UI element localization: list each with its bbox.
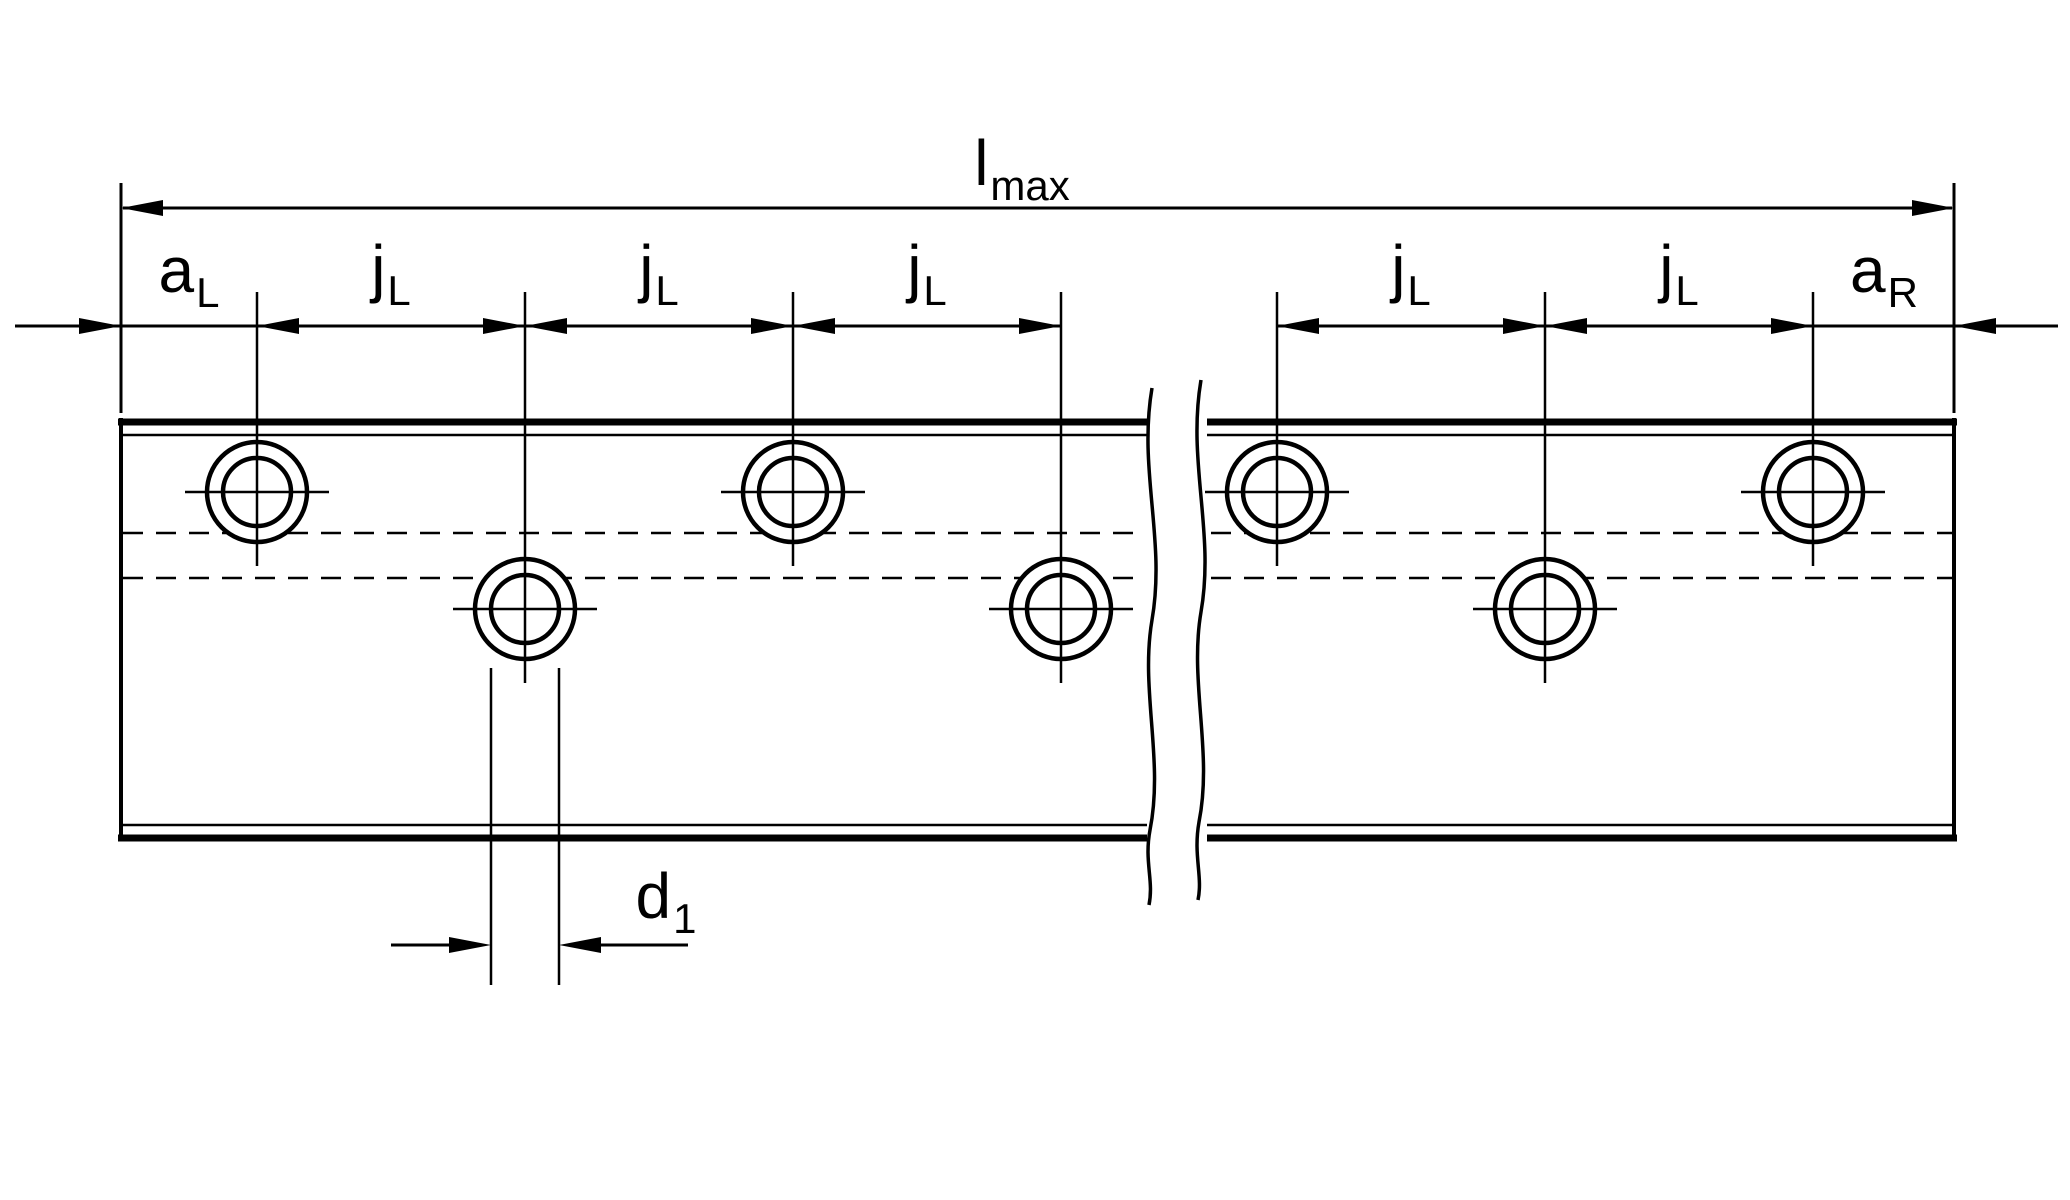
- label-l-max-sub: max: [990, 162, 1070, 209]
- arrow-right-icon: [79, 318, 121, 334]
- label-pitch-sub: L: [387, 267, 411, 314]
- label-pitch-sub: L: [655, 267, 679, 314]
- label-a-left-sub: L: [196, 269, 220, 316]
- label-pitch-base: j: [371, 232, 386, 304]
- arrow-left-icon: [1545, 318, 1587, 334]
- label-pitch-base: j: [1659, 232, 1674, 304]
- label-pitch-2: jL: [639, 236, 679, 312]
- label-pitch-base: j: [639, 232, 654, 304]
- label-l-max-base: l: [974, 127, 989, 199]
- label-a-right: aR: [1850, 238, 1918, 314]
- dimension-d1: [391, 668, 688, 985]
- label-l-max: lmax: [974, 131, 1070, 207]
- arrow-right-icon: [483, 318, 525, 334]
- holes-bottom-row: [453, 556, 1617, 662]
- arrow-right-icon: [1912, 200, 1954, 216]
- label-pitch-base: j: [907, 232, 922, 304]
- label-a-right-sub: R: [1887, 269, 1918, 316]
- arrow-left-icon: [559, 937, 601, 953]
- arrow-right-icon: [1503, 318, 1545, 334]
- label-d1: d1: [636, 864, 697, 940]
- label-pitch-sub: L: [923, 267, 947, 314]
- dimension-chain: [15, 318, 2058, 334]
- dimension-lmax: [119, 183, 1956, 413]
- label-pitch-3: jL: [907, 236, 947, 312]
- label-pitch-4: jL: [1391, 236, 1431, 312]
- hole-centerlines-vertical: [255, 292, 1815, 683]
- holes-top-row: [185, 439, 1885, 545]
- break-line-left: [1146, 387, 1158, 906]
- label-a-right-base: a: [1850, 234, 1886, 306]
- arrow-right-icon: [751, 318, 793, 334]
- arrow-right-icon: [449, 937, 491, 953]
- label-d1-base: d: [635, 860, 672, 932]
- label-d1-sub: 1: [673, 895, 697, 942]
- rail-body: [118, 418, 1957, 842]
- arrow-left-icon: [257, 318, 299, 334]
- arrow-left-icon: [1277, 318, 1319, 334]
- label-pitch-sub: L: [1407, 267, 1431, 314]
- label-pitch-base: j: [1391, 232, 1406, 304]
- break-lines: [1146, 379, 1207, 906]
- label-pitch-sub: L: [1675, 267, 1699, 314]
- label-pitch-1: jL: [371, 236, 411, 312]
- label-pitch-5: jL: [1659, 236, 1699, 312]
- arrow-right-icon: [1019, 318, 1061, 334]
- break-line-right: [1195, 379, 1207, 901]
- label-a-left: aL: [159, 238, 220, 314]
- arrow-right-icon: [1771, 318, 1813, 334]
- arrow-left-icon: [1954, 318, 1996, 334]
- arrow-left-icon: [525, 318, 567, 334]
- arrow-left-icon: [121, 200, 163, 216]
- label-a-left-base: a: [158, 234, 195, 306]
- arrow-left-icon: [793, 318, 835, 334]
